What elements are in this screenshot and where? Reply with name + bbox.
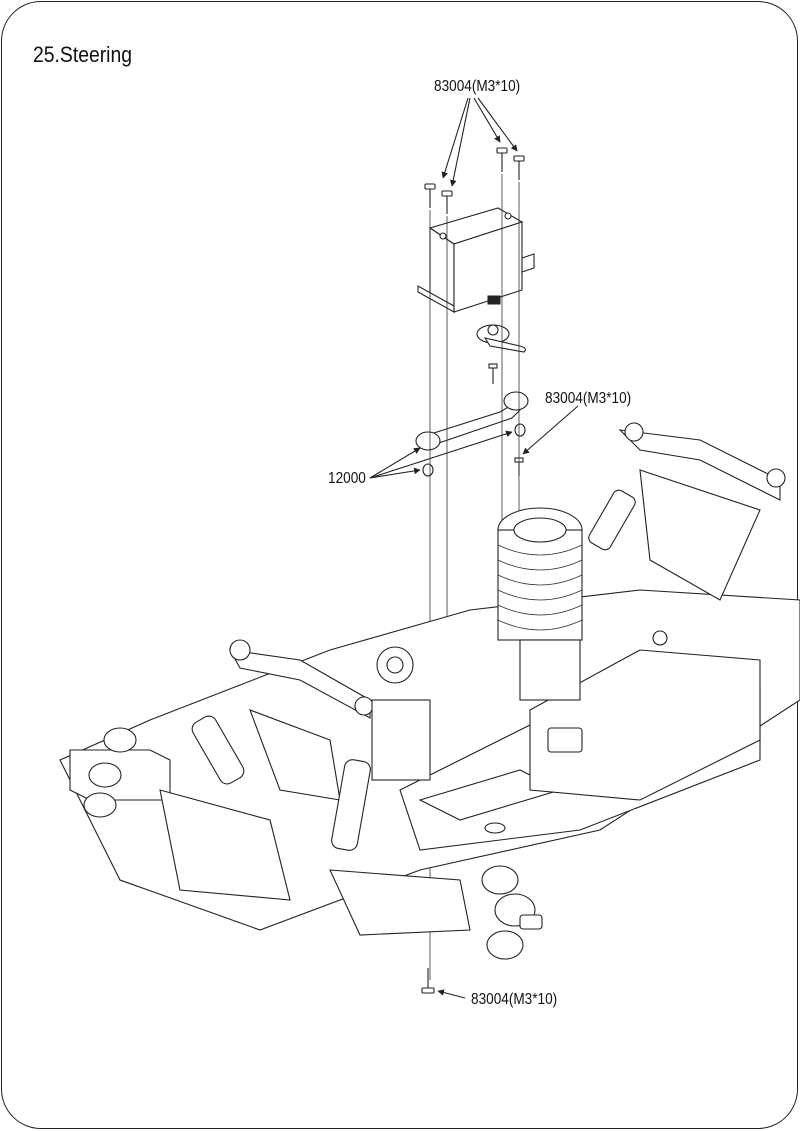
- callout-screw-bottom: 83004(M3*10): [471, 991, 558, 1008]
- servo-icon: [417, 207, 535, 314]
- page-title: 25.Steering: [33, 42, 133, 67]
- leader-mid: [522, 405, 579, 455]
- leader-bottom: [437, 989, 466, 999]
- steering-link-icon: [415, 391, 529, 477]
- screw-bottom-icon: [421, 968, 435, 994]
- leaders-top: [441, 97, 518, 187]
- servo-horn-icon: [476, 324, 526, 384]
- callout-screws-top: 83004(M3*10): [434, 78, 521, 95]
- screw-icon: [424, 147, 525, 214]
- chassis-icon: [59, 422, 800, 960]
- leaders-ball-stud: [369, 430, 513, 479]
- callout-screw-mid: 83004(M3*10): [545, 390, 632, 407]
- callout-ball-stud: 12000: [328, 470, 366, 487]
